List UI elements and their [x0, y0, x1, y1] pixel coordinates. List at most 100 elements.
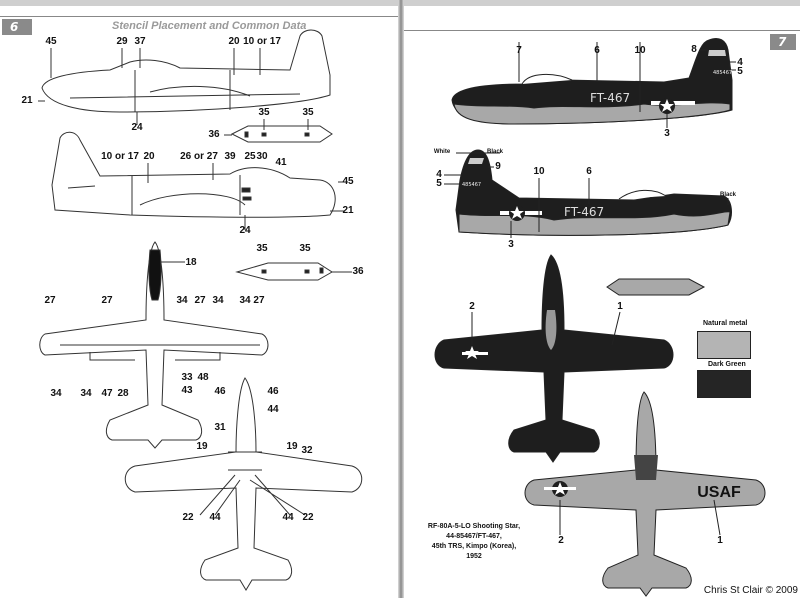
plan-view-natural-metal: USAF	[524, 391, 766, 597]
buzz-number: FT-467	[564, 205, 604, 219]
callout: 27	[101, 295, 113, 306]
callout: 34	[212, 295, 224, 306]
page-7: 7	[404, 0, 800, 598]
drop-tank-2	[235, 262, 352, 281]
callout: 4	[737, 57, 743, 68]
callout: 46	[267, 386, 279, 397]
callout: 27	[194, 295, 206, 306]
callout: 34	[80, 388, 92, 399]
callout: 20	[228, 36, 240, 47]
tail-serial: 485467	[713, 70, 732, 76]
buzz-number: FT-467	[590, 91, 630, 105]
callout: 26 or 27	[180, 151, 218, 162]
callout: 45	[45, 36, 57, 47]
caption-line: 44-85467/FT-467,	[446, 533, 502, 540]
callout: 44	[209, 512, 221, 523]
drop-tank-1	[224, 119, 333, 143]
callout: 41	[275, 157, 287, 168]
callout: 20	[143, 151, 155, 162]
drop-tank	[606, 278, 706, 296]
stencil-drawings	[38, 29, 363, 591]
callout: 24	[131, 122, 143, 133]
callout: 45	[342, 176, 354, 187]
callout: 24	[239, 225, 251, 236]
callout: 30	[256, 151, 268, 162]
callout: 22	[302, 512, 314, 523]
callout: 10	[634, 45, 646, 56]
side-profile-2	[444, 149, 732, 238]
callout: 35	[256, 243, 268, 254]
callout: 36	[208, 129, 220, 140]
callout: 8	[691, 44, 697, 55]
callout: 10 or 17	[101, 151, 139, 162]
callout: 43	[181, 385, 193, 396]
callout: 27	[44, 295, 56, 306]
page-gutter	[398, 0, 404, 598]
callout: 35	[302, 107, 314, 118]
callout: 7	[516, 45, 522, 56]
caption-line: RF-80A-5-LO Shooting Star,	[427, 523, 521, 530]
callout: 6	[594, 45, 600, 56]
wing-marking: USAF	[697, 484, 741, 501]
callout: 10	[533, 166, 545, 177]
callout: White	[433, 149, 451, 155]
scheme-caption: RF-80A-5-LO Shooting Star, 44-85467/FT-4…	[424, 522, 524, 562]
callout: 29	[116, 36, 128, 47]
callout: 25	[244, 151, 256, 162]
legend-swatch-natural-metal	[697, 331, 751, 359]
callout: 31	[214, 422, 226, 433]
callout: Black	[486, 149, 504, 155]
callout: 19	[286, 441, 298, 452]
page-number: 6	[2, 19, 32, 35]
legend-label-dark-green: Dark Green	[708, 361, 746, 368]
callout: Black	[719, 192, 737, 198]
callout: 2	[469, 301, 475, 312]
callout: 46	[214, 386, 226, 397]
legend-label-natural-metal: Natural metal	[703, 320, 748, 327]
callout: 44	[267, 404, 279, 415]
side-view-2	[51, 131, 344, 230]
callout: 18	[185, 257, 197, 268]
callout: 5	[436, 178, 442, 189]
callout: 5	[737, 66, 743, 77]
header-rule	[0, 16, 398, 17]
callout: 9	[495, 161, 501, 172]
callout: 44	[282, 512, 294, 523]
callout: 48	[197, 372, 209, 383]
callout: 22	[182, 512, 194, 523]
callout: 1	[617, 301, 623, 312]
page-6: 6 Stencil Placement and Common Data	[0, 0, 398, 598]
page-title: Stencil Placement and Common Data	[112, 20, 307, 32]
callout: 36	[352, 266, 364, 277]
callout: 32	[301, 445, 313, 456]
bottom-view-outline	[124, 377, 363, 591]
legend-swatch-dark-green	[697, 370, 751, 398]
callout: 35	[299, 243, 311, 254]
top-view-outline	[39, 241, 269, 449]
callout: 19	[196, 441, 208, 452]
plan-view-dark	[434, 254, 674, 463]
page-number: 7	[770, 34, 796, 50]
side-profile-1	[451, 37, 736, 128]
callout: 39	[224, 151, 236, 162]
copyright-watermark: Chris St Clair © 2009	[703, 585, 798, 596]
callout: 33	[181, 372, 193, 383]
callout: 3	[664, 128, 670, 139]
caption-line: 45th TRS, Kimpo (Korea), 1952	[431, 543, 517, 560]
side-view-1	[38, 29, 331, 125]
callout: 34 27	[239, 295, 265, 306]
callout: 35	[258, 107, 270, 118]
header-rule	[404, 30, 800, 31]
callout: 34	[176, 295, 188, 306]
callout: 47	[101, 388, 113, 399]
callout: 6	[586, 166, 592, 177]
callout: 10 or 17	[243, 36, 281, 47]
tail-serial: 485467	[462, 182, 481, 188]
callout: 21	[342, 205, 354, 216]
callout: 28	[117, 388, 129, 399]
callout: 34	[50, 388, 62, 399]
callout: 3	[508, 239, 514, 250]
callout: 37	[134, 36, 146, 47]
callout: 4	[436, 169, 442, 180]
callout: 21	[21, 95, 33, 106]
